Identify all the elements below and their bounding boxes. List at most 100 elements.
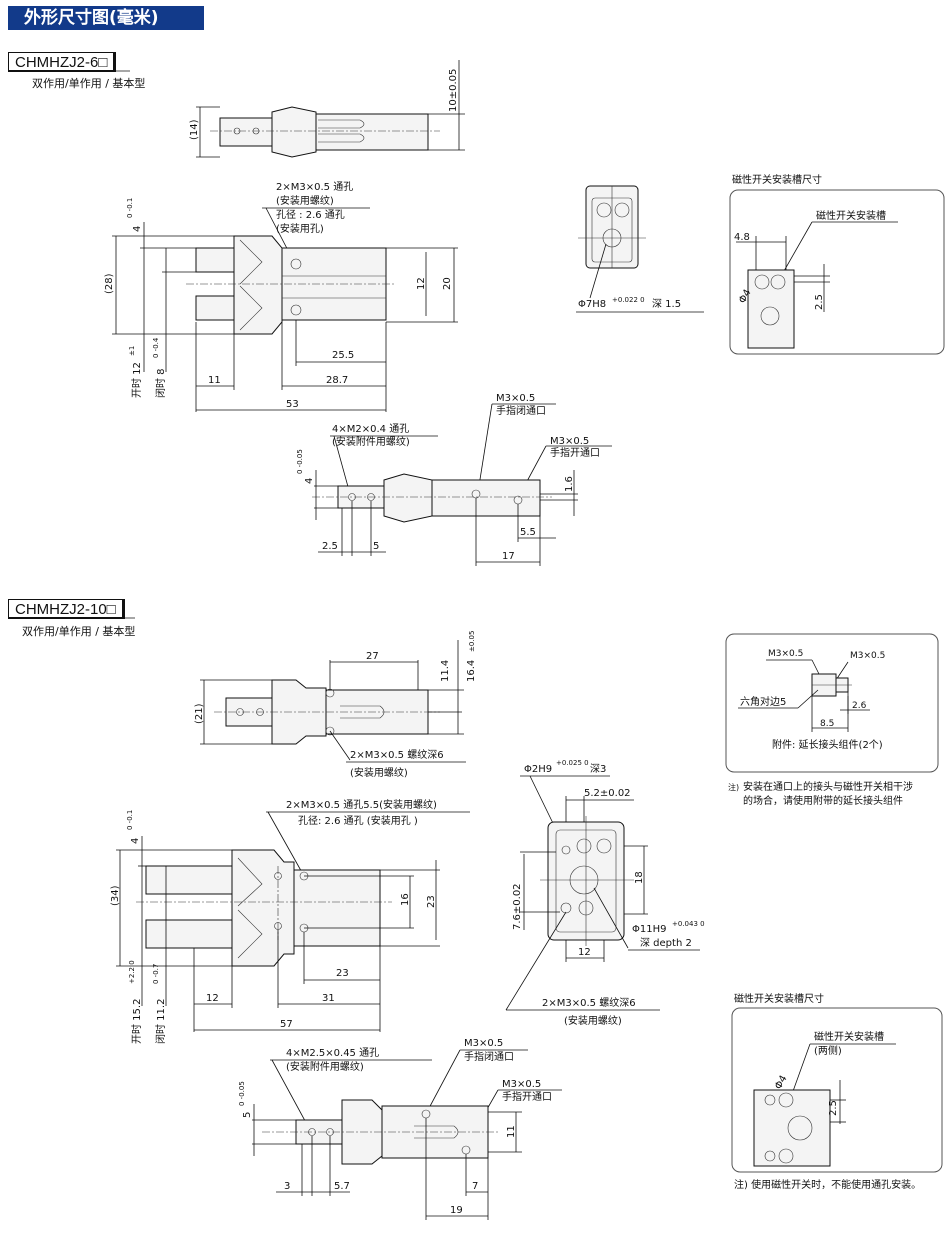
m6-side-hole4: (安装用孔) [276, 222, 324, 235]
m10-bot-19: 19 [450, 1205, 463, 1216]
m6-end-note: Φ7H8 [578, 299, 606, 310]
m6-bot-port2a: M3×0.5 [550, 436, 589, 447]
m6-side-4-tol: 0 -0.1 [126, 198, 134, 218]
m10-bot-hole1: 4×M2.5×0.45 通孔 [286, 1047, 379, 1059]
m10-top-16-4: 16.4 [466, 660, 477, 682]
m6-side-4: 4 [132, 226, 143, 232]
m10-top-21: (21) [194, 703, 205, 724]
m6-side-view: 2×M3×0.5 通孔 (安装用螺纹) 孔径 : 2.6 通孔 (安装用孔) (… [104, 181, 458, 412]
m10-bot-7: 7 [472, 1181, 478, 1192]
m6-top-height: (14) [189, 119, 200, 140]
m6-slot-25: 2.5 [814, 294, 825, 310]
m10-side-31: 31 [322, 993, 335, 1004]
m6-bot-2-5: 2.5 [322, 541, 338, 552]
m10-end-12: 12 [578, 947, 591, 958]
m6-close-tol: 0 -0.4 [152, 337, 160, 358]
m10-bot-5-tol: 0 -0.05 [238, 1081, 246, 1106]
m10-acc-8-5: 8.5 [820, 719, 834, 729]
m10-bot-3: 3 [284, 1181, 290, 1192]
m10-bot-5: 5 [242, 1112, 253, 1118]
m10-top-hole1: 2×M3×0.5 螺纹深6 [350, 748, 444, 761]
m10-top-view: 27 (21) 11.4 16.4 ±0.05 2×M3×0.5 螺纹深6 (安… [194, 631, 477, 779]
m10-side-16: 16 [400, 893, 411, 906]
m6-bot-port1b: 手指闭通口 [496, 404, 546, 417]
m10-acc-m3a: M3×0.5 [768, 649, 803, 659]
m6-switch-slot: 磁性开关安装槽尺寸 磁性开关安装槽 4.8 Φ4 2.5 [729, 173, 945, 355]
m10-slot-25: 2.5 [828, 1100, 839, 1116]
m6-slot-label: 磁性开关安装槽 [816, 209, 886, 222]
m6-end-tol: +0.022 0 [612, 296, 645, 304]
m6-bot-hole2: (安装附件用螺纹) [332, 435, 410, 448]
m10-acc-note-prefix: 注) [728, 782, 739, 792]
model-6-subtitle: 双作用/单作用 / 基本型 [32, 77, 146, 90]
m6-side-11: 11 [208, 375, 221, 386]
m10-close-tol: 0 -0.7 [152, 964, 160, 984]
m6-side-hole3: 孔径 : 2.6 通孔 [276, 208, 345, 221]
m10-end-note1: Φ2H9 [524, 764, 552, 775]
m6-slot-title: 磁性开关安装槽尺寸 [732, 173, 822, 186]
m10-acc-hex: 六角对边5 [740, 695, 786, 708]
m10-bot-port1b: 手指闭通口 [464, 1050, 514, 1063]
m10-switch-slot: 磁性开关安装槽尺寸 磁性开关安装槽 (两侧) Φ4 2.5 注) 使用磁性开关时… [731, 992, 943, 1191]
page-title: 外形尺寸图(毫米) [8, 6, 204, 30]
m10-end-depth1: 深3 [590, 763, 606, 775]
m6-open-tol: ±1 [128, 346, 136, 356]
m6-side-12: 12 [416, 277, 427, 290]
m10-side-hole1: 2×M3×0.5 通孔5.5(安装用螺纹) [286, 798, 437, 811]
m10-bottom-view: 4×M2.5×0.45 通孔 (安装附件用螺纹) M3×0.5 手指闭通口 M3… [238, 1038, 562, 1220]
m10-slot-label1: 磁性开关安装槽 [814, 1030, 884, 1043]
m10-side-23b: 23 [336, 968, 349, 979]
m6-bot-hole1: 4×M2×0.4 通孔 [332, 423, 409, 435]
m10-side-4: 4 [130, 838, 141, 844]
m10-acc-m3b: M3×0.5 [850, 651, 885, 661]
m10-close: 闭时 11.2 [154, 999, 167, 1044]
m10-side-12: 12 [206, 993, 219, 1004]
m10-slot-label2: (两侧) [814, 1044, 842, 1057]
m6-side-25-5: 25.5 [332, 350, 354, 361]
m10-end-18: 18 [634, 871, 645, 884]
m6-bot-port1a: M3×0.5 [496, 393, 535, 404]
m10-end-tol2: +0.043 0 [672, 920, 705, 928]
m10-side-hole2: 孔径: 2.6 通孔 (安装用孔 ) [298, 814, 418, 827]
model-10-subtitle: 双作用/单作用 / 基本型 [22, 625, 136, 638]
m10-bot-port2b: 手指开通口 [502, 1090, 552, 1103]
m10-bot-port1a: M3×0.5 [464, 1038, 503, 1049]
m6-bot-4-tol: 0 -0.05 [296, 449, 304, 474]
m6-bot-5-5: 5.5 [520, 527, 536, 538]
m10-end-tol1: +0.025 0 [556, 759, 589, 767]
m6-open: 开时 12 [131, 362, 143, 398]
m10-bot-port2a: M3×0.5 [502, 1079, 541, 1090]
m10-end-5-2: 5.2±0.02 [584, 788, 631, 799]
m10-top-11-4: 11.4 [440, 660, 451, 682]
m10-slot-title: 磁性开关安装槽尺寸 [734, 992, 824, 1005]
m10-side-4-tol: 0 -0.1 [126, 810, 134, 830]
m10-end-hole1: 2×M3×0.5 螺纹深6 [542, 996, 636, 1009]
m6-bottom-view: 4×M2×0.4 通孔 (安装附件用螺纹) M3×0.5 手指闭通口 M3×0.… [296, 393, 612, 566]
m6-side-28-7: 28.7 [326, 375, 348, 386]
m6-end-view: Φ7H8 +0.022 0 深 1.5 [576, 185, 704, 313]
m10-acc-note1: 安装在通口上的接头与磁性开关相干涉 [743, 780, 913, 793]
m10-end-view: Φ2H9 +0.025 0 深3 5.2±0.02 7.6±0.02 18 12… [505, 759, 705, 1027]
m10-acc-note2: 的场合，请使用附带的延长接头组件 [743, 794, 903, 807]
m10-top-27: 27 [366, 651, 379, 662]
m10-top-16-4-tol: ±0.05 [468, 631, 476, 652]
m10-bot-11: 11 [506, 1125, 517, 1138]
m10-slot-note: 注) 使用磁性开关时，不能使用通孔安装。 [734, 1178, 921, 1191]
m10-slot-phi: Φ4 [773, 1074, 790, 1092]
m6-side-20: 20 [442, 277, 453, 290]
m10-acc-caption: 附件: 延长接头组件(2个) [772, 738, 883, 751]
m10-side-57: 57 [280, 1019, 293, 1030]
m6-top-view: (14) 10±0.05 [189, 60, 465, 158]
m6-bot-1-6: 1.6 [564, 476, 575, 492]
m6-side-hole1: 2×M3×0.5 通孔 [276, 181, 353, 193]
m10-side-view: 2×M3×0.5 通孔5.5(安装用螺纹) 孔径: 2.6 通孔 (安装用孔 )… [110, 798, 470, 1044]
m10-end-note2: Φ11H9 [632, 924, 666, 935]
m6-bot-port2b: 手指开通口 [550, 446, 600, 459]
m10-open: 开时 15.2 [131, 999, 143, 1044]
m6-top-width: 10±0.05 [448, 69, 459, 112]
m6-side-53: 53 [286, 399, 299, 410]
m6-side-28: (28) [104, 273, 115, 294]
m6-bot-17: 17 [502, 551, 515, 562]
m10-end-hole2: (安装用螺纹) [564, 1014, 622, 1027]
